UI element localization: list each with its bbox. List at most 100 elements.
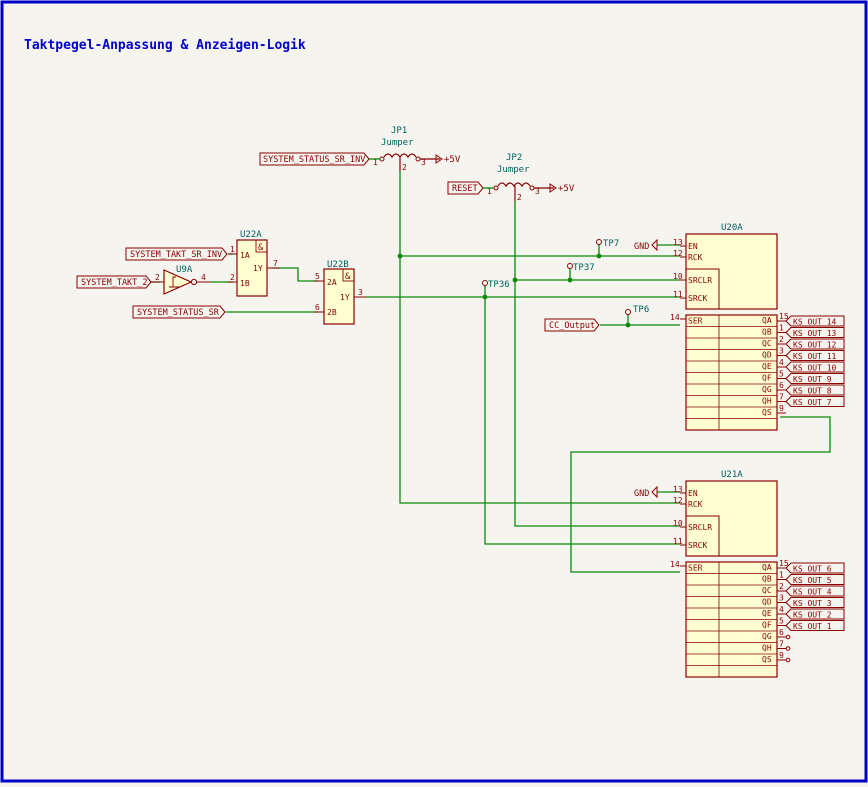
output-pin-number: 7 — [779, 640, 784, 649]
pin-number: 12 — [673, 249, 683, 258]
pin-number: 12 — [673, 496, 683, 505]
output-label-box — [785, 373, 845, 384]
jp1-pin1: 1 — [373, 158, 378, 167]
svg-text:&: & — [345, 272, 351, 282]
output-pin-number: 1 — [779, 571, 784, 580]
jumper-jp2: JP2 Jumper 1 2 3 +5V — [487, 153, 575, 202]
pin-name: SER — [688, 564, 703, 573]
output-name: QD — [762, 598, 772, 607]
output-pin-number: 5 — [779, 370, 784, 379]
pin-number: 14 — [670, 560, 680, 569]
u9a-ref: U9A — [176, 265, 193, 275]
output-label-box — [785, 585, 845, 597]
jp2-pin1: 1 — [487, 187, 492, 196]
label-system-takt-2: SYSTEM_TAKT_2 — [76, 275, 152, 289]
svg-text:TP7: TP7 — [603, 239, 619, 249]
no-connect-marker — [785, 657, 791, 663]
pin-number: 11 — [673, 290, 683, 299]
output-label: KS_OUT_7 — [793, 398, 832, 407]
output-label: KS_OUT_14 — [793, 318, 837, 327]
jp1-pin2: 2 — [402, 163, 407, 172]
jp1-ref: JP1 — [391, 126, 407, 136]
output-pin-number: 3 — [779, 594, 784, 603]
output-label: KS_OUT_4 — [793, 588, 832, 597]
output-pin-number: 9 — [779, 651, 784, 660]
testpoint-tp37: TP37 — [567, 263, 595, 273]
svg-text:1: 1 — [230, 245, 235, 254]
output-label: KS_OUT_6 — [793, 565, 832, 574]
and-gate-u22b: U22B & 2A 2B 1Y 5 6 3 — [314, 260, 366, 325]
output-pin-number: 4 — [779, 358, 784, 367]
jp2-ref: JP2 — [506, 153, 522, 163]
pin-name: SER — [688, 317, 703, 326]
svg-text:4: 4 — [201, 273, 206, 282]
label-cc-output: CC_Output — [544, 318, 600, 332]
output-label-box — [785, 384, 845, 396]
svg-text:5: 5 — [315, 272, 320, 281]
svg-text:2: 2 — [155, 273, 160, 282]
output-name: QH — [762, 644, 772, 653]
svg-text:GND: GND — [634, 242, 649, 252]
and-gate-u22a: U22A & 1A 1B 1Y 1 2 7 — [228, 230, 280, 297]
chip-ref: U20A — [721, 223, 743, 233]
no-connect-marker — [785, 634, 791, 640]
junctions — [397, 253, 631, 328]
svg-text:TP36: TP36 — [488, 280, 510, 290]
inverter-u9a: U9A 2 4 — [150, 265, 210, 295]
output-label-box — [785, 597, 845, 608]
output-pin-number: 15 — [779, 559, 789, 568]
output-label-box — [785, 361, 845, 373]
output-label: KS_OUT_1 — [793, 622, 832, 631]
output-name: QF — [762, 374, 772, 383]
svg-text:3: 3 — [358, 288, 363, 297]
output-pin-number: 1 — [779, 324, 784, 333]
pin-number: 10 — [673, 272, 683, 281]
output-label: KS_OUT_2 — [793, 611, 832, 620]
output-label: KS_OUT_9 — [793, 375, 832, 384]
svg-text:TP6: TP6 — [633, 305, 649, 315]
wires — [150, 171, 831, 573]
output-pin-number: 6 — [779, 381, 784, 390]
svg-text:&: & — [258, 243, 264, 253]
output-label-box — [785, 327, 845, 338]
output-label-box — [785, 608, 845, 620]
testpoint-tp7: TP7 — [596, 239, 619, 249]
svg-text:SYSTEM_TAKT_SR_INV: SYSTEM_TAKT_SR_INV — [130, 250, 222, 260]
output-label-box — [785, 350, 845, 361]
jp2-pin3: 3 — [535, 187, 540, 196]
u22a-ref: U22A — [240, 230, 262, 240]
label-system-status-sr-inv: SYSTEM_STATUS_SR_INV — [259, 152, 380, 166]
output-label: KS_OUT_8 — [793, 387, 832, 396]
output-pin-number: 4 — [779, 605, 784, 614]
testpoint-tp6: TP6 — [625, 305, 649, 315]
output-pin-number: 5 — [779, 617, 784, 626]
output-label: KS_OUT_12 — [793, 341, 837, 350]
svg-text:6: 6 — [315, 303, 320, 312]
label-system-takt-sr-inv: SYSTEM_TAKT_SR_INV — [125, 247, 228, 261]
svg-text:SYSTEM_TAKT_2: SYSTEM_TAKT_2 — [81, 278, 148, 288]
output-name: QB — [762, 575, 772, 584]
pin-number: 14 — [670, 313, 680, 322]
output-name: QE — [762, 362, 772, 371]
output-pin-number: 9 — [779, 404, 784, 413]
sheet-title: Taktpegel-Anpassung & Anzeigen-Logik — [24, 38, 306, 53]
pin-number: 11 — [673, 537, 683, 546]
jp2-value: Jumper — [497, 165, 530, 175]
pin-name: SRCK — [688, 294, 707, 303]
output-label-box — [785, 338, 845, 350]
output-name: QA — [762, 316, 772, 325]
output-name: QD — [762, 351, 772, 360]
label-system-status-sr: SYSTEM_STATUS_SR — [132, 305, 226, 319]
pin-number: 13 — [673, 238, 683, 247]
output-label: KS_OUT_3 — [793, 599, 832, 608]
pin-name: EN — [688, 242, 698, 251]
output-name: QA — [762, 563, 772, 572]
output-name: QB — [762, 328, 772, 337]
jp1-pin3: 3 — [421, 158, 426, 167]
pin-name: SRCK — [688, 541, 707, 550]
svg-text:2B: 2B — [327, 308, 337, 317]
